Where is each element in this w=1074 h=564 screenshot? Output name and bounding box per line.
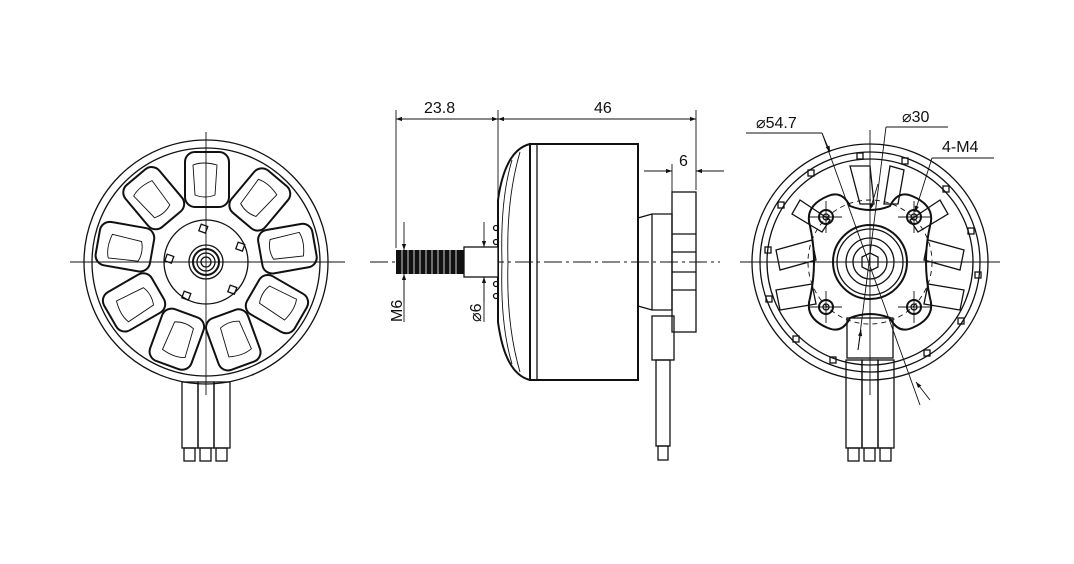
motor-wires — [181, 381, 231, 462]
shaft — [463, 246, 499, 278]
shaft-boss — [192, 248, 220, 276]
dim-body-length: 46 — [594, 100, 612, 117]
bell-outer-ring — [83, 139, 329, 385]
bell-inner-ring — [91, 147, 321, 377]
shaft-bore — [196, 252, 216, 272]
front-view — [70, 132, 345, 462]
dim-bolt-circle: ⌀30 — [902, 109, 930, 126]
hub-ring — [163, 219, 249, 305]
dim-mount-holes: 4-M4 — [942, 139, 979, 156]
side-view: 23.8 46 6 M6 ⌀6 — [370, 100, 724, 461]
mount-holes — [810, 201, 930, 323]
motor-wires — [845, 359, 895, 462]
hub-screws — [163, 223, 246, 301]
mount-plate — [807, 193, 933, 331]
dim-outer-diameter: ⌀54.7 — [756, 115, 797, 132]
hex-socket — [861, 252, 879, 272]
shaft-center — [200, 256, 212, 268]
motor-body — [529, 143, 639, 381]
shaft-boss-outer — [188, 244, 224, 280]
threaded-shaft — [396, 250, 464, 274]
wire-exit — [846, 317, 894, 359]
wire-lead — [655, 359, 671, 447]
spoke-windows — [94, 151, 318, 372]
bell-outer-ring — [751, 143, 989, 381]
bolt-circle — [807, 199, 933, 325]
bearing-housing — [832, 224, 908, 300]
wire-exit — [651, 315, 675, 361]
dim-shaft-length: 23.8 — [424, 100, 455, 117]
dim-shaft-diameter: ⌀6 — [468, 303, 485, 322]
mount-plate — [671, 191, 697, 333]
rear-view: ⌀54.7 ⌀30 4-M4 — [740, 109, 1000, 462]
dim-thread: M6 — [389, 300, 406, 322]
ring-slots — [764, 152, 982, 364]
dim-mount-depth: 6 — [679, 153, 688, 170]
